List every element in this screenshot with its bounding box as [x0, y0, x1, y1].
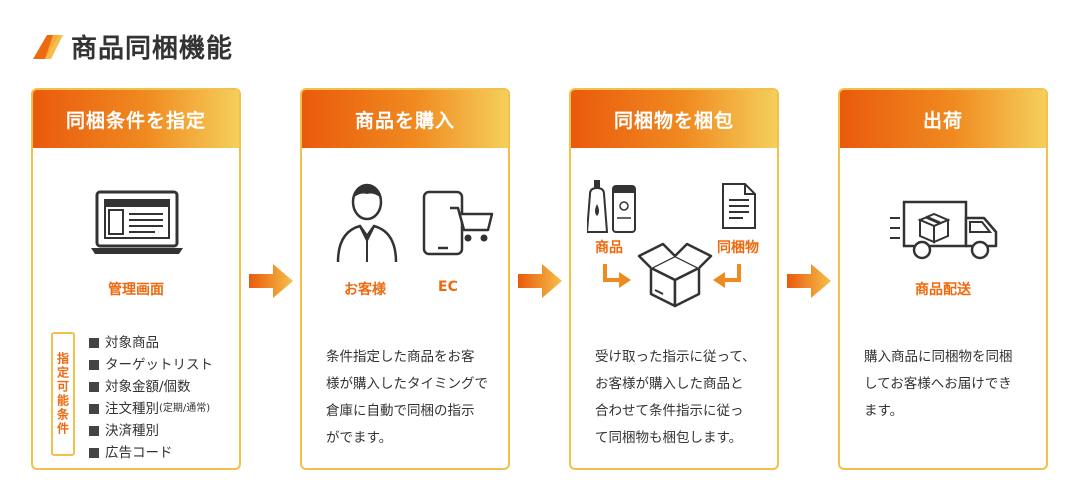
title-slash-icon: [33, 34, 63, 59]
condition-item: 注文種別(定期/通常): [89, 398, 213, 420]
step-description: 受け取った指示に従って、 お客様が購入した商品と 合わせて条件指示に従っ て同梱…: [595, 349, 756, 446]
square-bullet-icon: [89, 404, 99, 414]
customer-label: お客様: [344, 282, 386, 298]
page-title-wrap: 商品同梱機能: [33, 28, 233, 65]
step-description: 条件指定した商品をお客 様が購入したタイミングで 倉庫に自動で同梱の指示 がでま…: [326, 349, 488, 446]
step-header-packing: 同梱物を梱包: [571, 90, 777, 148]
customer-person-icon: [336, 180, 398, 266]
step-description: 購入商品に同梱物を同梱 してお客様へお届けでき ます。: [864, 349, 1013, 419]
flow-arrow-icon: [518, 264, 562, 298]
square-bullet-icon: [89, 426, 99, 436]
conditions-list: 対象商品 ターゲットリスト 対象金額/個数 注文種別(定期/通常) 決済種別 広…: [89, 332, 213, 464]
arrow-down-left-icon: [711, 262, 743, 294]
page-title: 商品同梱機能: [71, 34, 234, 64]
condition-text: 対象金額/個数: [105, 379, 191, 395]
condition-item: 広告コード: [89, 442, 213, 464]
condition-text: 注文種別: [105, 401, 159, 417]
flow-arrow-icon: [249, 264, 293, 298]
step-header-purchase: 商品を購入: [302, 90, 508, 148]
open-box-icon: [637, 242, 713, 312]
step-card-specify: 同梱条件を指定 管理画面 指定可能条件 対象商品 ターゲットリスト 対象金額/個…: [31, 88, 241, 470]
condition-item: 対象金額/個数: [89, 376, 213, 398]
condition-item: 決済種別: [89, 420, 213, 442]
condition-text: 対象商品: [105, 335, 159, 351]
step-header-shipping: 出荷: [840, 90, 1046, 148]
smartphone-cart-icon: [420, 190, 496, 260]
delivery-truck-icon: [890, 198, 1002, 264]
condition-text: 決済種別: [105, 423, 159, 439]
ec-label: EC: [438, 279, 458, 295]
square-bullet-icon: [89, 360, 99, 370]
square-bullet-icon: [89, 382, 99, 392]
product-label: 商品: [595, 240, 623, 256]
admin-screen-icon: [91, 190, 183, 260]
step-card-packing: 同梱物を梱包 商品 同梱物: [569, 88, 779, 470]
step-card-purchase: 商品を購入 お客様 EC 条件指定した商品をお客 様が購入したタイミングで 倉庫…: [300, 88, 510, 470]
admin-screen-label: 管理画面: [108, 282, 164, 298]
square-bullet-icon: [89, 338, 99, 348]
condition-text: ターゲットリスト: [105, 357, 213, 373]
document-icon: [721, 182, 757, 234]
cosmetic-bottles-icon: [585, 178, 639, 238]
condition-note: (定期/通常): [159, 403, 211, 414]
condition-item: 対象商品: [89, 332, 213, 354]
condition-text: 広告コード: [105, 445, 173, 461]
step-card-shipping: 出荷 商品配送 購入商品に同梱物を同梱 してお客様へお届けでき ます。: [838, 88, 1048, 470]
conditions-label: 指定可能条件: [55, 352, 70, 436]
arrow-down-right-icon: [601, 262, 633, 294]
conditions-label-box: 指定可能条件: [51, 332, 75, 456]
delivery-label: 商品配送: [915, 282, 971, 298]
bundle-item-label: 同梱物: [717, 240, 759, 256]
condition-item: ターゲットリスト: [89, 354, 213, 376]
flow-arrow-icon: [787, 264, 831, 298]
square-bullet-icon: [89, 448, 99, 458]
step-header-specify: 同梱条件を指定: [33, 90, 239, 148]
